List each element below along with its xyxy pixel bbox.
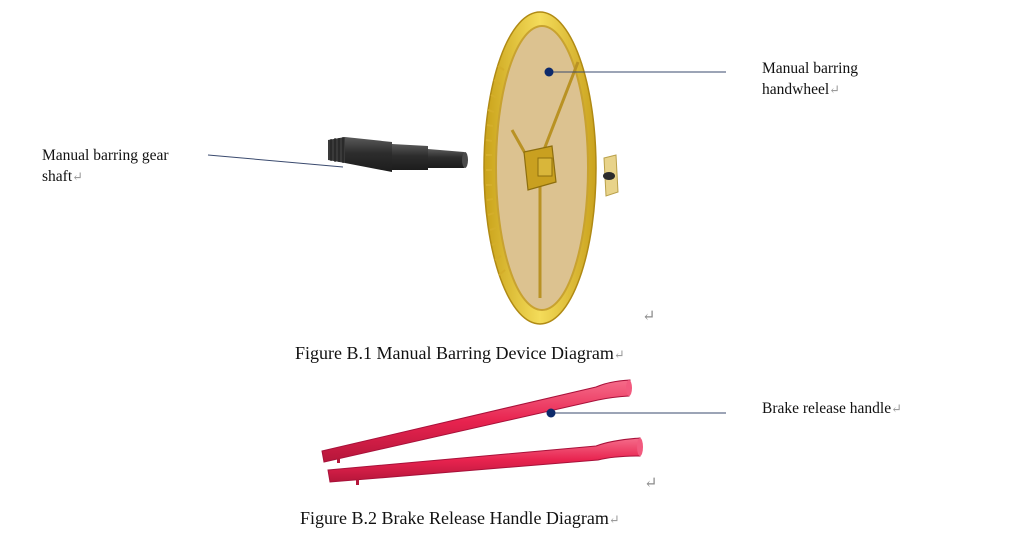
figure-b1-caption-text: Figure B.1 Manual Barring Device Diagram xyxy=(295,343,614,363)
figure-b2-caption: Figure B.2 Brake Release Handle Diagram↵ xyxy=(300,507,620,531)
return-mark: ↵ xyxy=(72,169,84,184)
return-mark: ↵ xyxy=(829,82,841,97)
gear-shaft-illustration xyxy=(328,137,468,172)
leader-dot-handwheel xyxy=(544,67,554,77)
label-handwheel-line2: handwheel xyxy=(762,81,830,98)
label-handwheel-line1: Manual barring xyxy=(762,60,858,77)
label-brake-handle-text: Brake release handle xyxy=(762,400,892,417)
label-gear-shaft: Manual barring gear shaft↵ xyxy=(42,145,169,187)
paragraph-mark: ↵ xyxy=(642,308,656,325)
leader-line-gear-shaft xyxy=(207,154,344,168)
return-mark: ↵ xyxy=(613,347,625,362)
figure-b2-caption-text: Figure B.2 Brake Release Handle Diagram xyxy=(300,508,609,528)
paragraph-mark: ↵ xyxy=(644,475,658,492)
label-gear-shaft-line2: shaft xyxy=(42,168,73,185)
label-gear-shaft-line1: Manual barring gear xyxy=(42,147,169,164)
return-mark: ↵ xyxy=(891,401,902,416)
brake-handle-illustration xyxy=(321,379,643,485)
leader-dot-brake-handle xyxy=(546,408,556,418)
return-mark: ↵ xyxy=(608,512,620,527)
label-handwheel: Manual barring handwheel↵ xyxy=(762,58,858,100)
handwheel-illustration xyxy=(483,11,597,325)
label-brake-handle: Brake release handle↵ xyxy=(762,398,902,419)
figure-b1-caption: Figure B.1 Manual Barring Device Diagram… xyxy=(295,342,625,366)
nut-illustration xyxy=(603,154,619,197)
